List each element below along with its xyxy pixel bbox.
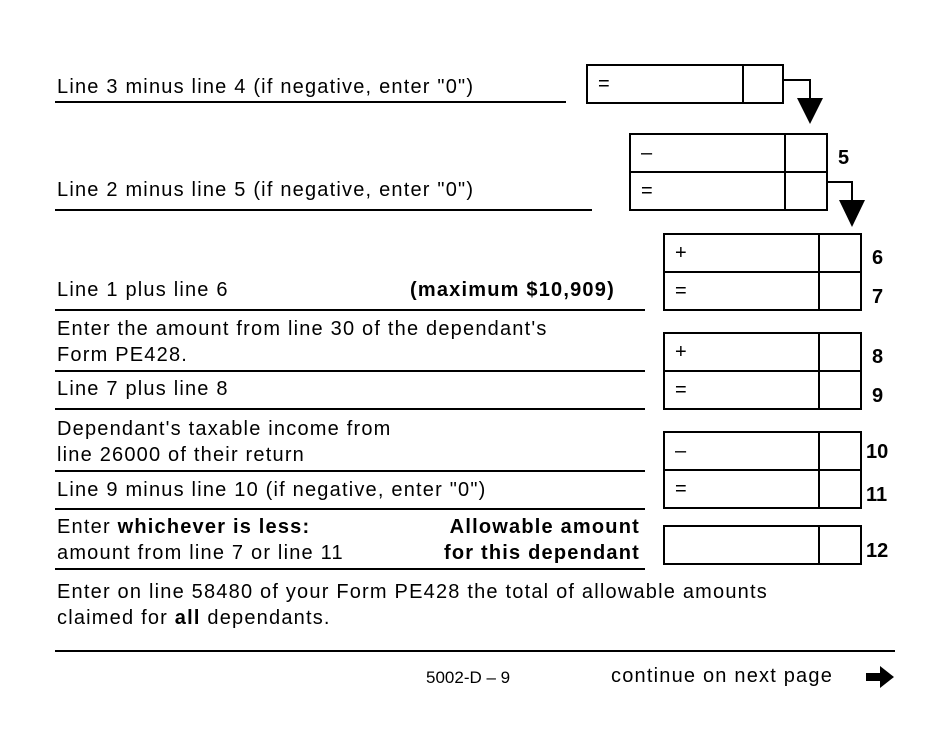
- continue-next-page-label: continue on next page: [611, 665, 834, 687]
- line3-minus-line4-label: Line 3 minus line 4 (if negative, enter …: [57, 76, 475, 98]
- equals-sign: =: [675, 478, 687, 500]
- footer-rule: [55, 650, 895, 652]
- cents-divider: [784, 173, 786, 209]
- note-suffix: dependants.: [200, 607, 331, 629]
- rule: [55, 101, 566, 103]
- allowable-amount-label: Allowable amount: [449, 516, 640, 538]
- rule: [55, 370, 645, 372]
- cents-divider: [784, 135, 786, 171]
- cents-divider: [818, 471, 820, 507]
- cents-divider: [818, 334, 820, 370]
- amount-field-line5[interactable]: –: [629, 133, 828, 173]
- total-instruction-line2: claimed for all dependants.: [57, 605, 331, 631]
- cents-divider: [818, 273, 820, 309]
- minus-sign: –: [675, 440, 687, 462]
- line7-plus-line8-label: Line 7 plus line 8: [57, 378, 229, 400]
- rule: [55, 568, 645, 570]
- note-all-bold: all: [174, 607, 201, 629]
- amount-field-line6[interactable]: +: [663, 233, 862, 273]
- rule: [55, 408, 645, 410]
- page-identifier: 5002-D – 9: [426, 668, 511, 687]
- line-number-9: 9: [872, 385, 884, 407]
- rule: [55, 209, 592, 211]
- line-number-8: 8: [872, 346, 884, 368]
- amount-field-line12[interactable]: [663, 525, 862, 565]
- cents-divider: [818, 372, 820, 408]
- line30-amount-label-cont: Form PE428.: [57, 344, 189, 366]
- taxable-income-label-cont: line 26000 of their return: [57, 444, 306, 466]
- line-number-6: 6: [872, 247, 884, 269]
- line-number-10: 10: [866, 441, 889, 463]
- amount-field-line2-minus-5[interactable]: =: [629, 171, 828, 211]
- plus-sign: +: [675, 242, 687, 264]
- note-prefix: claimed for: [57, 607, 175, 629]
- line-number-5: 5: [838, 147, 850, 169]
- amount-field-line8[interactable]: +: [663, 332, 862, 372]
- cents-divider: [742, 66, 744, 102]
- equals-sign: =: [598, 73, 610, 95]
- minus-sign: –: [641, 142, 653, 164]
- cents-divider: [818, 527, 820, 563]
- line-number-12: 12: [866, 540, 889, 562]
- amount-field-line3-minus-4[interactable]: =: [586, 64, 784, 104]
- line2-minus-line5-label: Line 2 minus line 5 (if negative, enter …: [57, 179, 475, 201]
- cents-divider: [818, 433, 820, 469]
- rule: [55, 309, 645, 311]
- amount-from-line7-or-11-label: amount from line 7 or line 11: [57, 542, 344, 564]
- line-number-11: 11: [866, 484, 888, 506]
- whichever-less-label: Enter whichever is less:: [57, 514, 310, 540]
- rule: [55, 508, 645, 510]
- plus-sign: +: [675, 341, 687, 363]
- equals-sign: =: [675, 280, 687, 302]
- amount-field-line10[interactable]: –: [663, 431, 862, 471]
- line9-minus-line10-label: Line 9 minus line 10 (if negative, enter…: [57, 479, 487, 501]
- enter-prefix: Enter: [57, 516, 118, 538]
- maximum-amount-note: (maximum $10,909): [410, 279, 615, 301]
- taxable-income-label: Dependant's taxable income from: [57, 418, 392, 440]
- total-instruction-line1: Enter on line 58480 of your Form PE428 t…: [57, 581, 768, 603]
- equals-sign: =: [641, 180, 653, 202]
- line30-amount-label: Enter the amount from line 30 of the dep…: [57, 318, 548, 340]
- line-number-7: 7: [872, 286, 884, 308]
- amount-field-line11[interactable]: =: [663, 469, 862, 509]
- for-this-dependant-label: for this dependant: [443, 542, 640, 564]
- right-arrow-icon: [866, 666, 894, 688]
- line1-plus-line6-label: Line 1 plus line 6: [57, 279, 229, 301]
- amount-field-line9[interactable]: =: [663, 370, 862, 410]
- cents-divider: [818, 235, 820, 271]
- amount-field-line7[interactable]: =: [663, 271, 862, 311]
- rule: [55, 470, 645, 472]
- whichever-is-less-bold: whichever is less:: [117, 516, 311, 538]
- equals-sign: =: [675, 379, 687, 401]
